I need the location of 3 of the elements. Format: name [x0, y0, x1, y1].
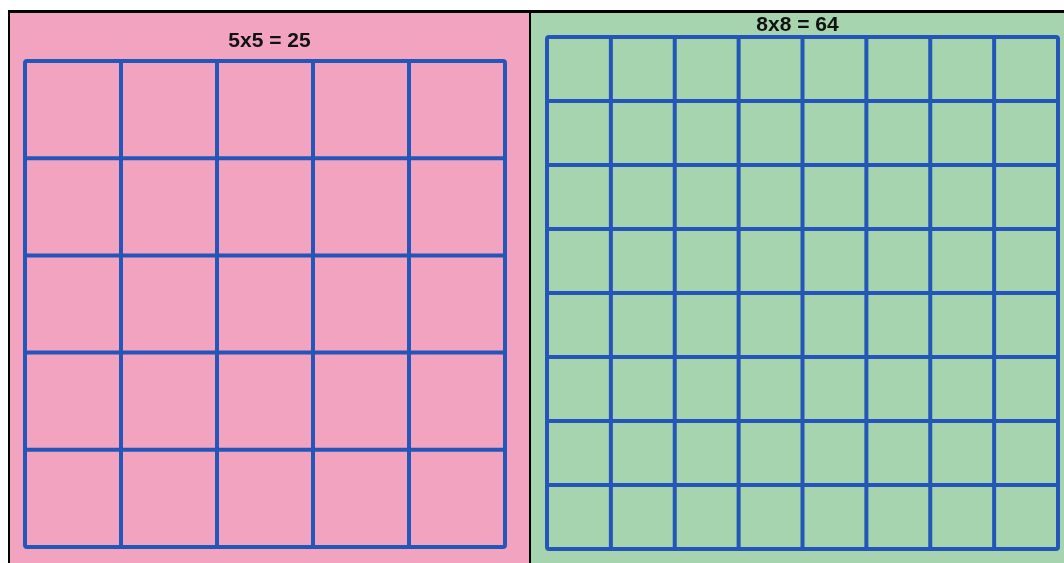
panel-title: 5x5 = 25 — [228, 29, 311, 50]
panel-title: 8x8 = 64 — [756, 13, 839, 34]
grid-panel — [10, 13, 529, 563]
